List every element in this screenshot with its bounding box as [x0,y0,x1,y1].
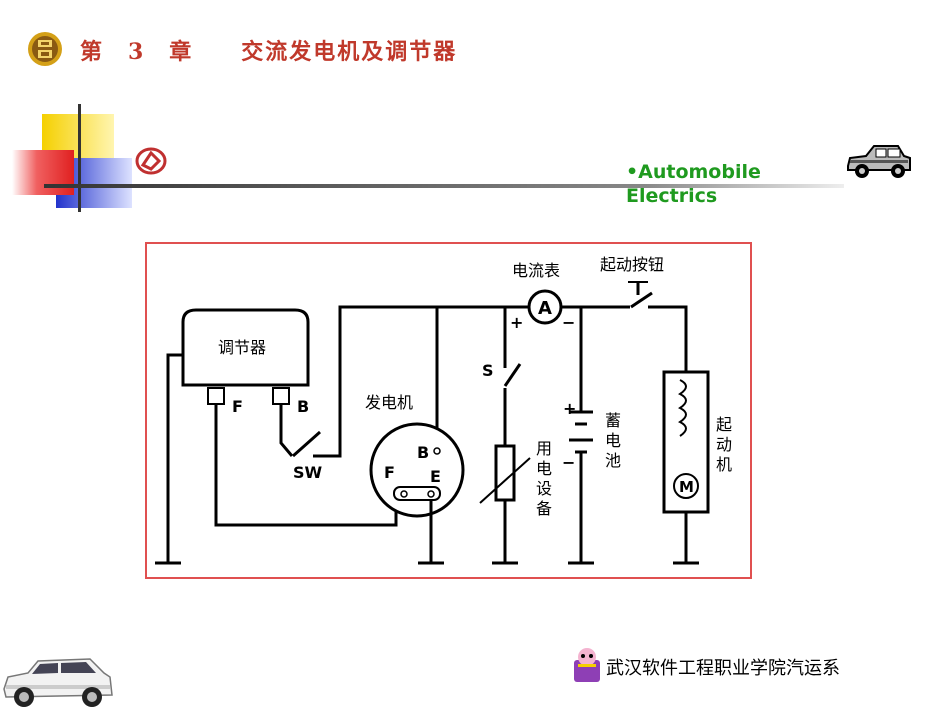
regulator-b-label: B [297,397,309,416]
battery-plus: + [563,399,576,418]
ammeter-symbol: A [538,298,552,319]
header-rule [44,184,844,188]
mascot-icon [574,648,600,682]
load-label-3: 设 [536,479,552,498]
regulator-terminal-b [272,387,290,405]
regulator-box [181,308,310,387]
brand-text: •Automobile Electrics [626,160,796,208]
generator-b-label: B [417,443,429,462]
starter-label-1: 起 [716,415,732,434]
suv-photo [3,658,113,707]
header-decoration [12,104,844,212]
generator-f-label: F [384,463,395,482]
bullet-icon [28,32,62,66]
generator-label: 发电机 [365,393,413,412]
brand-line-2: Electrics [626,185,718,207]
battery-minus: − [562,453,575,472]
load-label-2: 电 [536,459,552,478]
battery-label-1: 蓄 [605,411,621,430]
motor-symbol: M [679,478,694,496]
brand-line-1: •Automobile [626,161,761,183]
regulator-label: 调节器 [218,338,266,357]
battery-label-3: 池 [605,451,621,470]
load-label-1: 用 [536,439,552,458]
regulator-terminal-f [207,387,225,405]
logo-icon [135,147,167,175]
start-button-label: 起动按钮 [600,255,664,274]
starter-label-3: 机 [716,455,732,474]
generator-brush [393,486,441,501]
load-label-4: 备 [536,499,552,518]
starter-label-2: 动 [716,435,732,454]
motor-circle [673,473,699,499]
ammeter-plus: + [510,313,523,332]
switch-s-label: S [482,361,494,380]
deco-vertical-line [78,104,81,212]
car-icon [847,145,911,178]
load-resistor [494,444,516,502]
sw-label: SW [293,463,323,482]
generator-e-label: E [430,467,441,486]
ammeter-minus: − [562,313,575,332]
footer-school: 武汉软件工程职业学院汽运系 [606,658,840,679]
chapter-title: 第 3 章 交流发电机及调节器 [80,39,458,65]
regulator-f-label: F [232,397,243,416]
ammeter-label: 电流表 [512,261,560,280]
battery-label-2: 电 [605,431,621,450]
diagram-border [145,242,752,579]
starter-coil [678,379,687,437]
